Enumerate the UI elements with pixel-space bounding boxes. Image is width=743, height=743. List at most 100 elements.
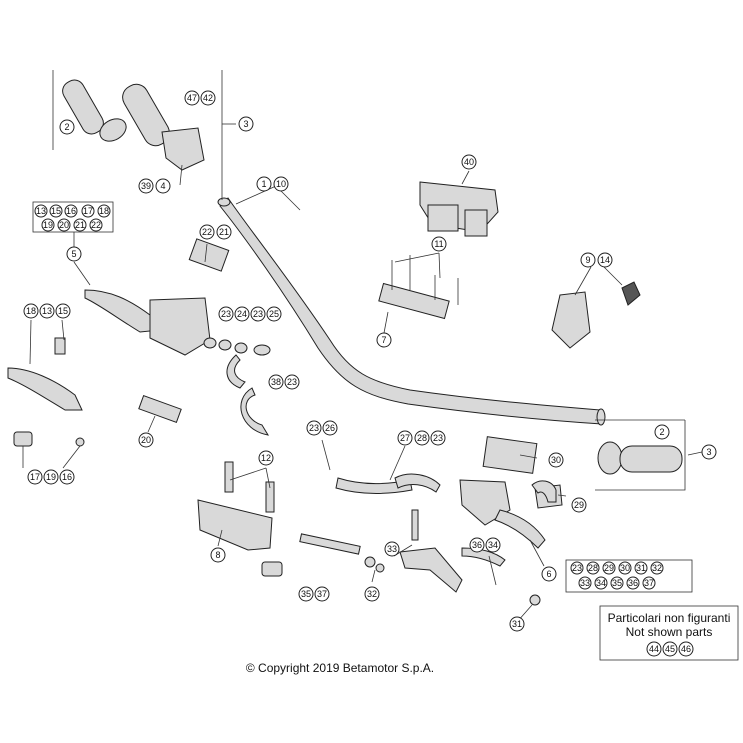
svg-text:2: 2 bbox=[64, 122, 69, 132]
group13-callout-7: 20 bbox=[57, 218, 71, 232]
callout-25: 25 bbox=[266, 306, 282, 322]
leader-lines bbox=[22, 170, 703, 623]
svg-text:15: 15 bbox=[58, 306, 68, 316]
svg-text:37: 37 bbox=[317, 589, 327, 599]
svg-text:19: 19 bbox=[43, 220, 53, 230]
svg-text:38: 38 bbox=[271, 377, 281, 387]
callout-10: 10 bbox=[273, 176, 289, 192]
copyright-text: © Copyright 2019 Betamotor S.p.A. bbox=[246, 661, 434, 675]
callout-1: 1 bbox=[256, 176, 272, 192]
svg-text:16: 16 bbox=[66, 206, 76, 216]
svg-text:34: 34 bbox=[596, 578, 606, 588]
svg-text:23: 23 bbox=[253, 309, 263, 319]
callout-21: 21 bbox=[216, 224, 232, 240]
svg-text:22: 22 bbox=[91, 220, 101, 230]
svg-text:30: 30 bbox=[620, 563, 630, 573]
svg-text:10: 10 bbox=[276, 179, 286, 189]
callout-34: 34 bbox=[485, 537, 501, 553]
svg-text:12: 12 bbox=[261, 453, 271, 463]
callout-31: 31 bbox=[509, 616, 525, 632]
group6-callout-9: 35 bbox=[610, 576, 624, 590]
svg-text:9: 9 bbox=[585, 255, 590, 265]
svg-text:4: 4 bbox=[160, 181, 165, 191]
group13-callout-1: 13 bbox=[34, 204, 48, 218]
svg-text:23: 23 bbox=[287, 377, 297, 387]
svg-text:23: 23 bbox=[433, 433, 443, 443]
callout-22: 22 bbox=[199, 224, 215, 240]
callout-15: 15 bbox=[55, 303, 71, 319]
svg-text:37: 37 bbox=[644, 578, 654, 588]
right-grip-bracket bbox=[595, 420, 686, 491]
svg-text:3: 3 bbox=[243, 119, 248, 129]
not-shown-title-en: Not shown parts bbox=[626, 625, 713, 639]
group6-callout-6: 32 bbox=[650, 561, 664, 575]
part-29 bbox=[531, 480, 557, 503]
group6-callout-5: 31 bbox=[634, 561, 648, 575]
svg-text:31: 31 bbox=[512, 619, 522, 629]
svg-text:23: 23 bbox=[221, 309, 231, 319]
svg-text:7: 7 bbox=[381, 335, 386, 345]
callout-29: 29 bbox=[571, 497, 587, 513]
hose-27b bbox=[394, 473, 441, 493]
callout-2: 2 bbox=[59, 119, 75, 135]
svg-text:18: 18 bbox=[99, 206, 109, 216]
not-shown-title-it: Particolari non figuranti bbox=[608, 611, 731, 625]
callout-40: 40 bbox=[461, 154, 477, 170]
group6-callout-4: 30 bbox=[618, 561, 632, 575]
group6-callout-11: 37 bbox=[642, 576, 656, 590]
handlebar bbox=[217, 197, 606, 426]
callout-32: 32 bbox=[364, 586, 380, 602]
group13-callout-2: 15 bbox=[49, 204, 63, 218]
svg-text:44: 44 bbox=[649, 644, 659, 654]
svg-text:20: 20 bbox=[59, 220, 69, 230]
svg-text:40: 40 bbox=[464, 157, 474, 167]
callout-3: 3 bbox=[238, 116, 254, 132]
callout-12: 12 bbox=[258, 450, 274, 466]
callout-42: 42 bbox=[200, 90, 216, 106]
not-shown-box bbox=[599, 605, 739, 661]
callout-13: 13 bbox=[39, 303, 55, 319]
svg-text:29: 29 bbox=[574, 500, 584, 510]
group6-callout-1: 23 bbox=[570, 561, 584, 575]
svg-text:20: 20 bbox=[141, 435, 151, 445]
callout-24: 24 bbox=[234, 306, 250, 322]
group-box-13 bbox=[32, 201, 114, 233]
callout-37: 37 bbox=[314, 586, 330, 602]
svg-text:6: 6 bbox=[546, 569, 551, 579]
callout-9: 9 bbox=[580, 252, 596, 268]
svg-text:23: 23 bbox=[309, 423, 319, 433]
rod-assembly bbox=[299, 533, 385, 573]
right-switch bbox=[551, 281, 641, 349]
svg-text:17: 17 bbox=[83, 206, 93, 216]
callout-18: 18 bbox=[23, 303, 39, 319]
svg-text:5: 5 bbox=[71, 249, 76, 259]
callout-23a: 23 bbox=[218, 306, 234, 322]
group6-callout-2: 28 bbox=[586, 561, 600, 575]
group13-callout-9: 22 bbox=[89, 218, 103, 232]
svg-text:26: 26 bbox=[325, 423, 335, 433]
callout-23b: 23 bbox=[250, 306, 266, 322]
svg-text:33: 33 bbox=[387, 544, 397, 554]
not-shown-callout-45: 45 bbox=[662, 641, 678, 657]
svg-text:32: 32 bbox=[652, 563, 662, 573]
svg-text:13: 13 bbox=[42, 306, 52, 316]
svg-text:39: 39 bbox=[141, 181, 151, 191]
callout-33: 33 bbox=[384, 541, 400, 557]
lower-clamp bbox=[197, 461, 283, 577]
svg-text:14: 14 bbox=[600, 255, 610, 265]
callout-23d: 23 bbox=[306, 420, 322, 436]
callout-11: 11 bbox=[431, 236, 447, 252]
callout-47: 47 bbox=[184, 90, 200, 106]
callout-14: 14 bbox=[597, 252, 613, 268]
svg-text:13: 13 bbox=[36, 206, 46, 216]
callout-16: 16 bbox=[59, 469, 75, 485]
svg-text:47: 47 bbox=[187, 93, 197, 103]
svg-text:16: 16 bbox=[62, 472, 72, 482]
callout-17: 17 bbox=[27, 469, 43, 485]
svg-text:15: 15 bbox=[51, 206, 61, 216]
callout-6: 6 bbox=[541, 566, 557, 582]
svg-text:46: 46 bbox=[681, 644, 691, 654]
svg-text:2: 2 bbox=[659, 427, 664, 437]
svg-text:22: 22 bbox=[202, 227, 212, 237]
